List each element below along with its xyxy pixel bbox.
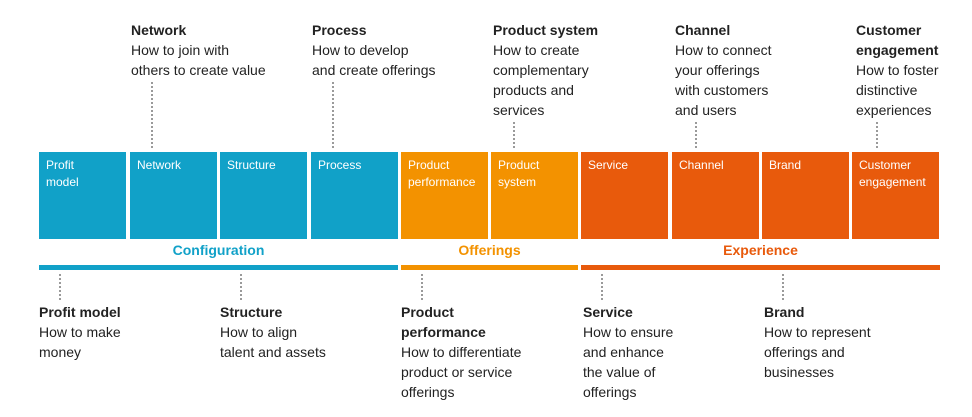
callout-description: How to ensure and enhance the value of o… bbox=[583, 324, 674, 400]
connector-dots bbox=[332, 82, 334, 148]
callout-brand: Brand How to represent offerings and bus… bbox=[764, 302, 871, 382]
box-label: Profit model bbox=[46, 158, 79, 189]
box-process: Process bbox=[311, 152, 398, 239]
callout-description: How to connect your offerings with custo… bbox=[675, 42, 772, 118]
group-label-configuration: Configuration bbox=[172, 242, 265, 258]
callout-description: How to represent offerings and businesse… bbox=[764, 324, 871, 380]
callout-description: How to align talent and assets bbox=[220, 324, 326, 360]
connector-dots bbox=[876, 122, 878, 148]
connector-dots bbox=[59, 274, 61, 300]
group-label-experience: Experience bbox=[723, 242, 798, 258]
callout-structure: Structure How to align talent and assets bbox=[220, 302, 326, 362]
box-product-performance: Product performance bbox=[401, 152, 488, 239]
callout-description: How to foster distinctive experiences bbox=[856, 62, 939, 118]
connector-dots bbox=[421, 274, 423, 300]
callout-title: Customer engagement bbox=[856, 22, 939, 58]
connector-dots bbox=[513, 122, 515, 148]
box-label: Process bbox=[318, 158, 362, 172]
box-label: Structure bbox=[227, 158, 276, 172]
callout-description: How to develop and create offerings bbox=[312, 42, 436, 78]
callout-title: Process bbox=[312, 22, 367, 38]
callout-description: How to make money bbox=[39, 324, 121, 360]
callout-channel: Channel How to connect your offerings wi… bbox=[675, 20, 772, 120]
callout-process: Process How to develop and create offeri… bbox=[312, 20, 436, 80]
box-structure: Structure bbox=[220, 152, 307, 239]
box-label: Product performance bbox=[408, 158, 476, 189]
callout-product-performance: Product performance How to differentiate… bbox=[401, 302, 521, 402]
box-label: Customer engagement bbox=[859, 158, 926, 189]
connector-dots bbox=[601, 274, 603, 300]
callout-title: Channel bbox=[675, 22, 731, 38]
group-bar-configuration bbox=[39, 265, 398, 270]
box-label: Product system bbox=[498, 158, 540, 189]
callout-product-system: Product system How to create complementa… bbox=[493, 20, 598, 120]
callout-title: Product performance bbox=[401, 304, 486, 340]
connector-dots bbox=[151, 82, 153, 148]
callout-title: Structure bbox=[220, 304, 283, 320]
callout-network: Network How to join with others to creat… bbox=[131, 20, 266, 80]
callout-title: Service bbox=[583, 304, 633, 320]
callout-customer-engagement: Customer engagement How to foster distin… bbox=[856, 20, 938, 120]
group-bar-experience bbox=[581, 265, 940, 270]
callout-profit-model: Profit model How to make money bbox=[39, 302, 121, 362]
box-label: Channel bbox=[679, 158, 724, 172]
box-profit-model: Profit model bbox=[39, 152, 126, 239]
group-label-offerings: Offerings bbox=[458, 242, 521, 258]
callout-title: Network bbox=[131, 22, 187, 38]
box-label: Service bbox=[588, 158, 629, 172]
box-label: Brand bbox=[769, 158, 802, 172]
box-network: Network bbox=[130, 152, 217, 239]
callout-description: How to create complementary products and… bbox=[493, 42, 589, 118]
box-product-system: Product system bbox=[491, 152, 578, 239]
group-bar-offerings bbox=[401, 265, 578, 270]
callout-description: How to differentiate product or service … bbox=[401, 344, 522, 400]
connector-dots bbox=[695, 122, 697, 148]
callout-description: How to join with others to create value bbox=[131, 42, 266, 78]
box-channel: Channel bbox=[672, 152, 759, 239]
callout-title: Brand bbox=[764, 304, 805, 320]
box-brand: Brand bbox=[762, 152, 849, 239]
callout-service: Service How to ensure and enhance the va… bbox=[583, 302, 673, 402]
callout-title: Profit model bbox=[39, 304, 121, 320]
box-label: Network bbox=[137, 158, 182, 172]
connector-dots bbox=[782, 274, 784, 300]
box-service: Service bbox=[581, 152, 668, 239]
callout-title: Product system bbox=[493, 22, 599, 38]
connector-dots bbox=[240, 274, 242, 300]
box-customer-engagement: Customer engagement bbox=[852, 152, 939, 239]
